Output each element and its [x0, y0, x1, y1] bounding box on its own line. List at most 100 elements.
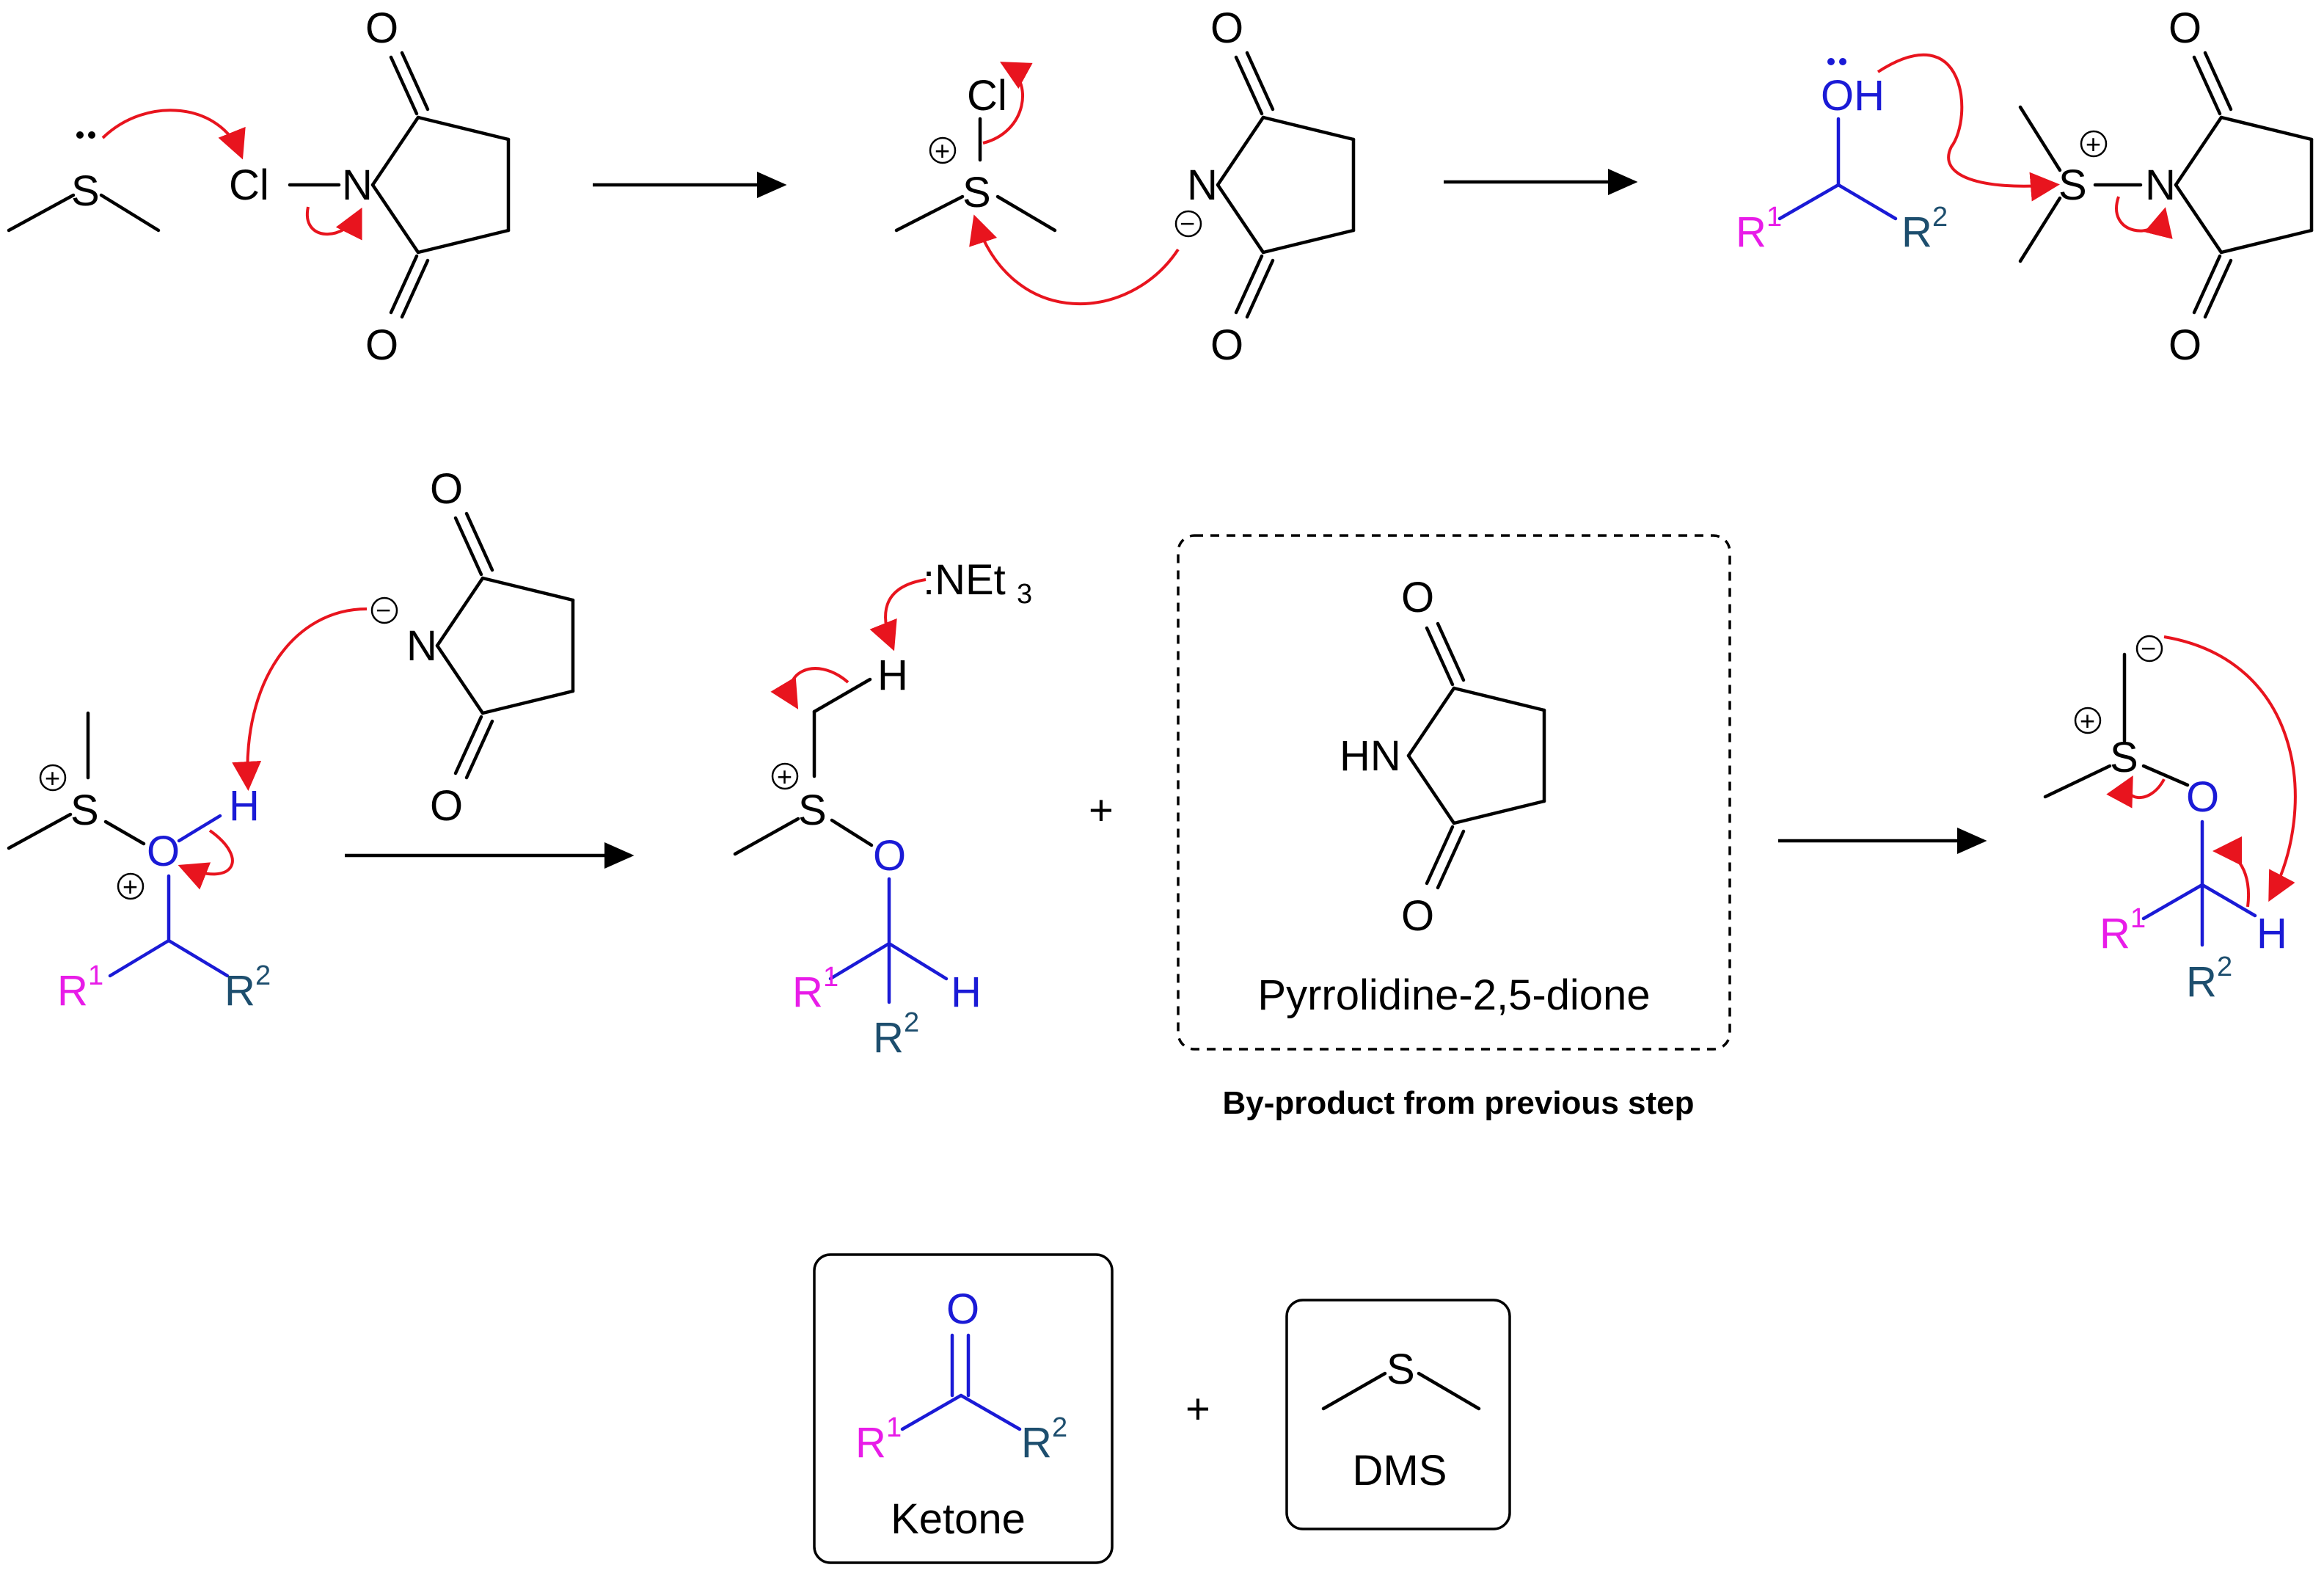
succinimide-anion-base: N O O −	[370, 465, 573, 830]
r2-superscript: 2	[2217, 952, 2232, 982]
sulfur-atom: S	[71, 167, 100, 215]
oxygen-atom: O	[147, 828, 180, 875]
r1-superscript: 1	[886, 1412, 902, 1443]
methyl-hydrogen: H	[877, 652, 908, 699]
r1-superscript: 1	[823, 962, 838, 993]
r2-superscript: 2	[1052, 1412, 1067, 1443]
lone-pair-dot	[88, 131, 95, 139]
hydroxyl-hydrogen: H	[229, 782, 260, 830]
curved-arrow-bond-to-n	[305, 206, 362, 241]
curved-arrow-n-to-h	[232, 607, 368, 791]
byproduct-caption: By-product from previous step	[1223, 1085, 1695, 1121]
carbonyl-oxygen: O	[2168, 4, 2201, 52]
carbonyl-oxygen: O	[365, 321, 398, 369]
sulfur-atom: S	[1386, 1346, 1415, 1393]
r2-superscript: 2	[904, 1007, 919, 1038]
carbonyl-oxygen: O	[1401, 574, 1434, 621]
negative-charge	[2135, 635, 2163, 663]
curved-arrow-s-n-bond	[2115, 196, 2173, 239]
r1-group: R	[2100, 910, 2130, 957]
r2-group: R	[224, 967, 255, 1015]
positive-charge	[2074, 707, 2102, 734]
plus-charge-sign: +	[2080, 706, 2095, 736]
carbonyl-oxygen: O	[946, 1285, 979, 1333]
r1-superscript: 1	[2130, 903, 2146, 934]
curved-arrow-base-to-h	[869, 578, 927, 652]
ketone-product-box: O R 1 R 2 Ketone	[813, 1253, 1114, 1564]
positive-charge	[117, 872, 145, 900]
r1-superscript: 1	[88, 960, 103, 991]
oxygen-atom: O	[873, 832, 906, 880]
chlorine-atom: Cl	[967, 72, 1007, 120]
succinimide-name: Pyrrolidine-2,5-dione	[1257, 971, 1650, 1019]
succinimido-sulfonium: S + N O O	[2018, 4, 2312, 369]
carbonyl-oxygen: O	[1401, 892, 1434, 940]
curved-arrow-oh-to-s	[1877, 53, 2060, 202]
n-chlorosuccinimide: Cl N O O	[229, 4, 508, 369]
r2-superscript: 2	[255, 960, 271, 991]
positive-charge	[929, 136, 957, 164]
sulfur-atom: S	[2058, 161, 2087, 209]
r1-group: R	[1736, 208, 1766, 256]
subscript-three: 3	[1017, 579, 1032, 610]
sulfur-atom: S	[798, 786, 827, 834]
plus-sign: +	[1089, 786, 1114, 834]
oxygen-atom: O	[2186, 773, 2219, 821]
r2-group: R	[1021, 1419, 1052, 1467]
nitrogen-atom: N	[1187, 161, 1218, 209]
chlorosulfonium-intermediate: Cl S +	[894, 72, 1057, 233]
ketone-label: Ketone	[891, 1495, 1026, 1543]
succinimide-anion: N O O −	[1174, 4, 1353, 369]
carbonyl-oxygen: O	[365, 4, 398, 52]
r2-group: R	[2186, 958, 2217, 1006]
lone-pair-dot	[1827, 58, 1835, 65]
nh-group: HN	[1340, 732, 1401, 780]
sulfur-ylide-intermediate: − S + O R 1 H R 2	[2043, 633, 2287, 1006]
solid-border	[1285, 1299, 1511, 1530]
plus-charge-sign: +	[935, 136, 950, 166]
sulfur-atom: S	[2110, 734, 2138, 781]
alkoxysulfonium-intermediate: H S + O R 1 H R 2	[733, 652, 982, 1062]
byproduct-box: HN O O Pyrrolidine-2,5-dione	[1177, 534, 1731, 1051]
carbonyl-oxygen: O	[2168, 321, 2201, 369]
sulfur-atom: S	[70, 786, 99, 834]
hydroxyl-group: OH	[1821, 72, 1885, 120]
r1-superscript: 1	[1766, 202, 1782, 233]
dms-product-box: S DMS	[1285, 1299, 1511, 1530]
nitrogen-atom: N	[2145, 161, 2176, 209]
curved-arrow-oh-bond	[178, 829, 234, 890]
triethylamine: :NEt 3	[923, 556, 1032, 610]
r1-group: R	[57, 967, 88, 1015]
curved-arrow-ylide-to-h	[2163, 635, 2297, 902]
dms-label: DMS	[1353, 1447, 1447, 1494]
nitrogen-atom: N	[342, 161, 373, 209]
minus-charge-sign: −	[376, 595, 391, 625]
alcohol-substrate: OH R 1 R 2	[1736, 58, 1948, 256]
r2-superscript: 2	[1932, 202, 1948, 233]
plus-charge-sign: +	[2086, 129, 2101, 159]
r1-group: R	[855, 1419, 886, 1467]
lone-pair-dot	[76, 131, 84, 139]
r1-group: R	[792, 968, 823, 1016]
plus-sign: +	[1185, 1385, 1210, 1433]
plus-charge-sign: +	[123, 872, 138, 902]
lone-pair-dot	[1839, 58, 1846, 65]
r2-group: R	[1901, 208, 1932, 256]
carbonyl-oxygen: O	[1210, 4, 1243, 52]
negative-charge	[1174, 210, 1202, 238]
curved-arrow-s-to-cl	[101, 109, 246, 160]
alpha-hydrogen: H	[2257, 910, 2287, 957]
negative-charge	[370, 596, 398, 624]
dashed-border	[1177, 534, 1731, 1051]
positive-charge	[39, 764, 67, 792]
chlorine-atom: Cl	[229, 161, 269, 209]
carbonyl-oxygen: O	[430, 465, 463, 513]
carbonyl-oxygen: O	[1210, 321, 1243, 369]
r2-group: R	[873, 1014, 904, 1062]
plus-charge-sign: +	[777, 762, 792, 792]
triethylamine-label: :NEt	[923, 556, 1006, 604]
curved-arrow-ch-bond	[770, 667, 849, 709]
positive-charge	[2080, 130, 2108, 158]
curved-arrow-s-cl-bond	[982, 62, 1033, 145]
